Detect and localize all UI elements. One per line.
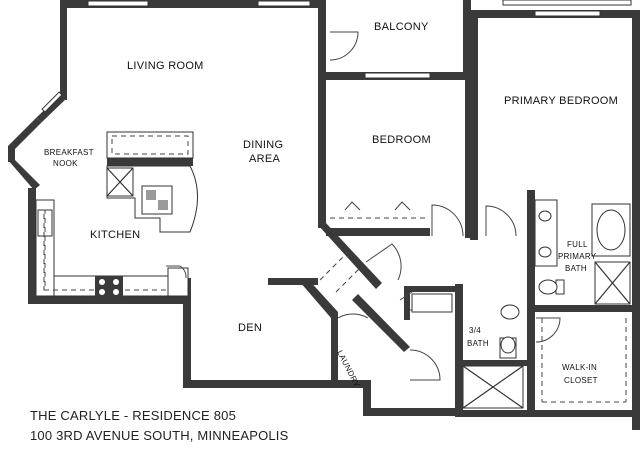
label-walk-in-1: WALK-IN: [562, 363, 597, 372]
bath-fixtures: [411, 199, 631, 409]
room-labels: LIVING ROOM BALCONY PRIMARY BEDROOM BREA…: [44, 21, 618, 389]
label-full-bath-3: BATH: [565, 264, 587, 273]
windows: [41, 0, 632, 113]
kitchen-fixtures: [35, 131, 198, 298]
label-full-bath-1: FULL: [567, 240, 588, 249]
label-living-room: LIVING ROOM: [127, 60, 204, 72]
residence-name: THE CARLYLE - RESIDENCE 805: [30, 408, 236, 423]
label-breakfast-nook-1: BREAKFAST: [44, 148, 94, 157]
label-primary-bedroom: PRIMARY BEDROOM: [504, 95, 618, 107]
residence-address: 100 3RD AVENUE SOUTH, MINNEAPOLIS: [30, 428, 289, 443]
label-dining-2: AREA: [249, 153, 281, 165]
label-walk-in-2: CLOSET: [564, 376, 598, 385]
label-balcony: BALCONY: [374, 21, 429, 33]
label-dining-1: DINING: [243, 139, 283, 151]
closet-shelving: [541, 318, 627, 403]
label-full-bath-2: PRIMARY: [558, 252, 597, 261]
label-bedroom: BEDROOM: [372, 134, 431, 146]
label-three-quarter-bath-1: 3/4: [469, 326, 481, 335]
bedroom-closet: [330, 201, 428, 219]
doors: [166, 31, 561, 381]
label-kitchen: KITCHEN: [90, 229, 140, 241]
label-den: DEN: [238, 322, 262, 334]
label-breakfast-nook-2: NOOK: [53, 159, 78, 168]
label-three-quarter-bath-2: BATH: [467, 339, 489, 348]
